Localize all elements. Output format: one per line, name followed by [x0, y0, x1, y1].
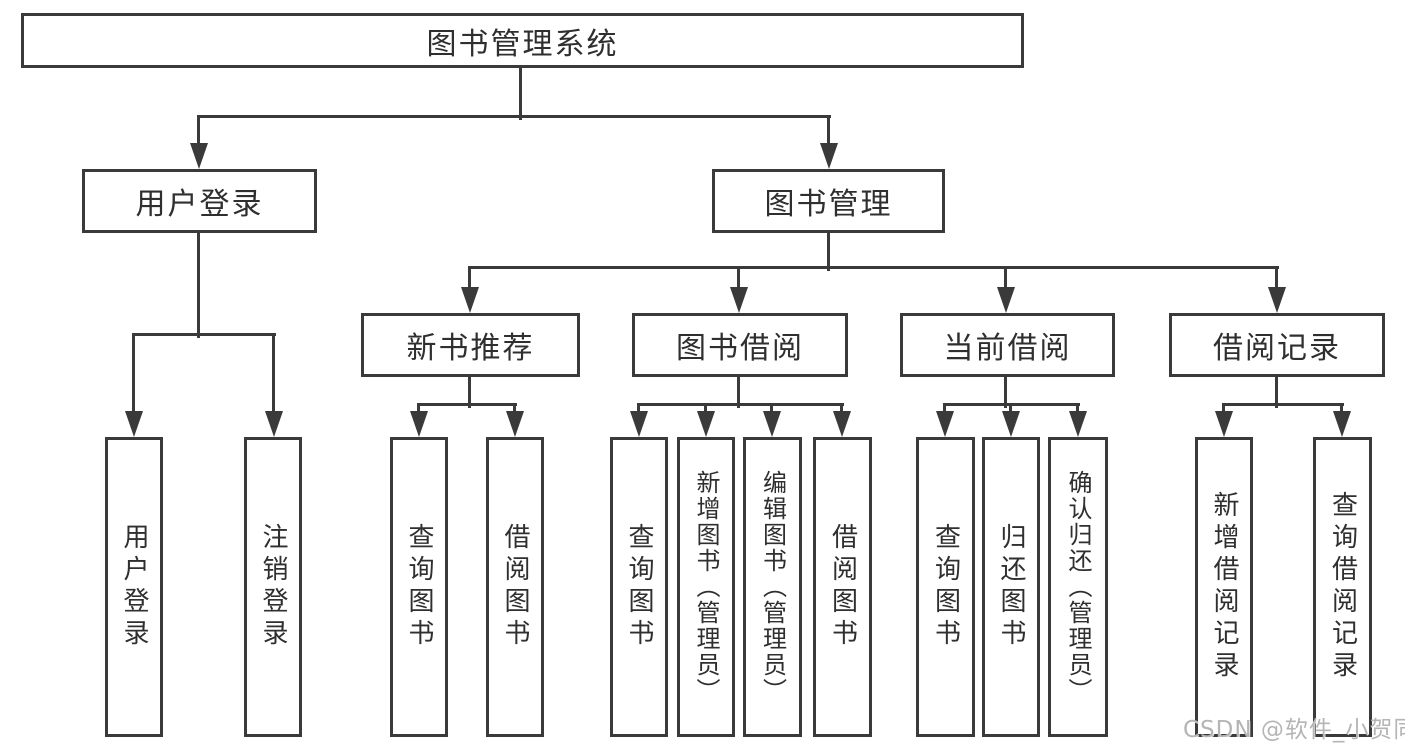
- node-book-management: 图书管理: [712, 169, 945, 233]
- arrow-down-icon: [630, 411, 648, 437]
- leaf-logout-label: 注销登录: [258, 523, 288, 651]
- node-borrow-records-label: 借阅记录: [1213, 331, 1341, 366]
- connector-vline: [827, 233, 830, 271]
- arrow-down-icon: [265, 411, 283, 437]
- connector-vline: [1275, 268, 1278, 295]
- connector-hline: [468, 266, 1279, 269]
- node-new-book-recommend: 新书推荐: [361, 313, 580, 377]
- leaf-query-books-1: 查询图书: [390, 437, 448, 737]
- leaf-logout: 注销登录: [244, 437, 302, 737]
- leaf-query-borrow-record-label: 查询借阅记录: [1327, 491, 1358, 683]
- arrow-down-icon: [410, 411, 428, 437]
- leaf-edit-books-admin-label: 编辑图书（管理员）: [758, 470, 787, 704]
- connector-hline: [1222, 403, 1344, 406]
- leaf-user-login: 用户登录: [105, 437, 163, 737]
- arrow-down-icon: [833, 411, 851, 437]
- leaf-query-books-3-label: 查询图书: [930, 523, 961, 651]
- arrow-down-icon: [506, 411, 524, 437]
- connector-vline: [1004, 268, 1007, 295]
- leaf-query-books-2-label: 查询图书: [624, 523, 654, 651]
- arrow-down-icon: [1069, 411, 1087, 437]
- connector-vline: [1275, 377, 1278, 408]
- connector-hline: [943, 403, 1080, 406]
- arrow-down-icon: [1268, 287, 1286, 313]
- arrow-down-icon: [1002, 411, 1020, 437]
- arrow-down-icon: [1333, 411, 1351, 437]
- arrow-down-icon: [820, 143, 838, 169]
- arrow-down-icon: [1215, 411, 1233, 437]
- arrow-down-icon: [997, 287, 1015, 313]
- csdn-watermark: CSDN @软件_小贺同学: [1183, 717, 1405, 743]
- leaf-user-login-label: 用户登录: [119, 523, 149, 651]
- leaf-query-borrow-record: 查询借阅记录: [1313, 437, 1372, 737]
- connector-vline: [1004, 377, 1007, 408]
- connector-vline: [519, 68, 522, 120]
- arrow-down-icon: [190, 143, 208, 169]
- leaf-return-books-label: 归还图书: [996, 523, 1026, 651]
- node-user-login-label: 用户登录: [135, 187, 264, 222]
- leaf-query-books-2: 查询图书: [610, 437, 668, 737]
- node-user-login: 用户登录: [82, 169, 317, 233]
- arrow-down-icon: [461, 287, 479, 313]
- arrow-down-icon: [763, 411, 781, 437]
- node-book-borrow-label: 图书借阅: [676, 331, 804, 366]
- leaf-borrow-books-1: 借阅图书: [486, 437, 544, 737]
- arrow-down-icon: [936, 411, 954, 437]
- connector-vline: [197, 117, 200, 152]
- connector-hline: [637, 403, 844, 406]
- leaf-query-books-1-label: 查询图书: [404, 523, 434, 651]
- leaf-borrow-books-1-label: 借阅图书: [500, 523, 530, 651]
- node-current-borrow: 当前借阅: [900, 313, 1115, 377]
- node-library-system: 图书管理系统: [21, 13, 1024, 68]
- node-current-borrow-label: 当前借阅: [943, 331, 1072, 366]
- leaf-return-books: 归还图书: [982, 437, 1040, 737]
- node-book-borrow: 图书借阅: [632, 313, 848, 377]
- connector-hline: [132, 333, 276, 336]
- arrow-down-icon: [125, 411, 143, 437]
- connector-vline: [827, 117, 830, 152]
- node-library-system-label: 图书管理系统: [426, 26, 619, 62]
- connector-vline: [272, 335, 275, 420]
- leaf-add-borrow-record: 新增借阅记录: [1195, 437, 1253, 737]
- connector-vline: [197, 233, 200, 338]
- leaf-confirm-return-admin-label: 确认归还（管理员）: [1064, 470, 1092, 704]
- node-new-book-recommend-label: 新书推荐: [406, 331, 535, 366]
- connector-vline: [132, 335, 135, 420]
- leaf-add-books-admin: 新增图书（管理员）: [677, 437, 735, 737]
- leaf-borrow-books-2-label: 借阅图书: [827, 523, 858, 651]
- leaf-add-borrow-record-label: 新增借阅记录: [1209, 491, 1239, 683]
- leaf-edit-books-admin: 编辑图书（管理员）: [743, 437, 802, 737]
- connector-hline: [197, 115, 831, 118]
- node-book-management-label: 图书管理: [764, 187, 893, 222]
- arrow-down-icon: [697, 411, 715, 437]
- connector-vline: [468, 268, 471, 295]
- connector-vline: [737, 377, 740, 408]
- connector-hline: [417, 403, 517, 406]
- leaf-add-books-admin-label: 新增图书（管理员）: [692, 470, 720, 704]
- connector-vline: [468, 377, 471, 408]
- node-borrow-records: 借阅记录: [1169, 313, 1385, 377]
- leaf-borrow-books-2: 借阅图书: [813, 437, 872, 737]
- leaf-confirm-return-admin: 确认归还（管理员）: [1048, 437, 1108, 737]
- leaf-query-books-3: 查询图书: [916, 437, 975, 737]
- arrow-down-icon: [730, 287, 748, 313]
- connector-vline: [737, 268, 740, 295]
